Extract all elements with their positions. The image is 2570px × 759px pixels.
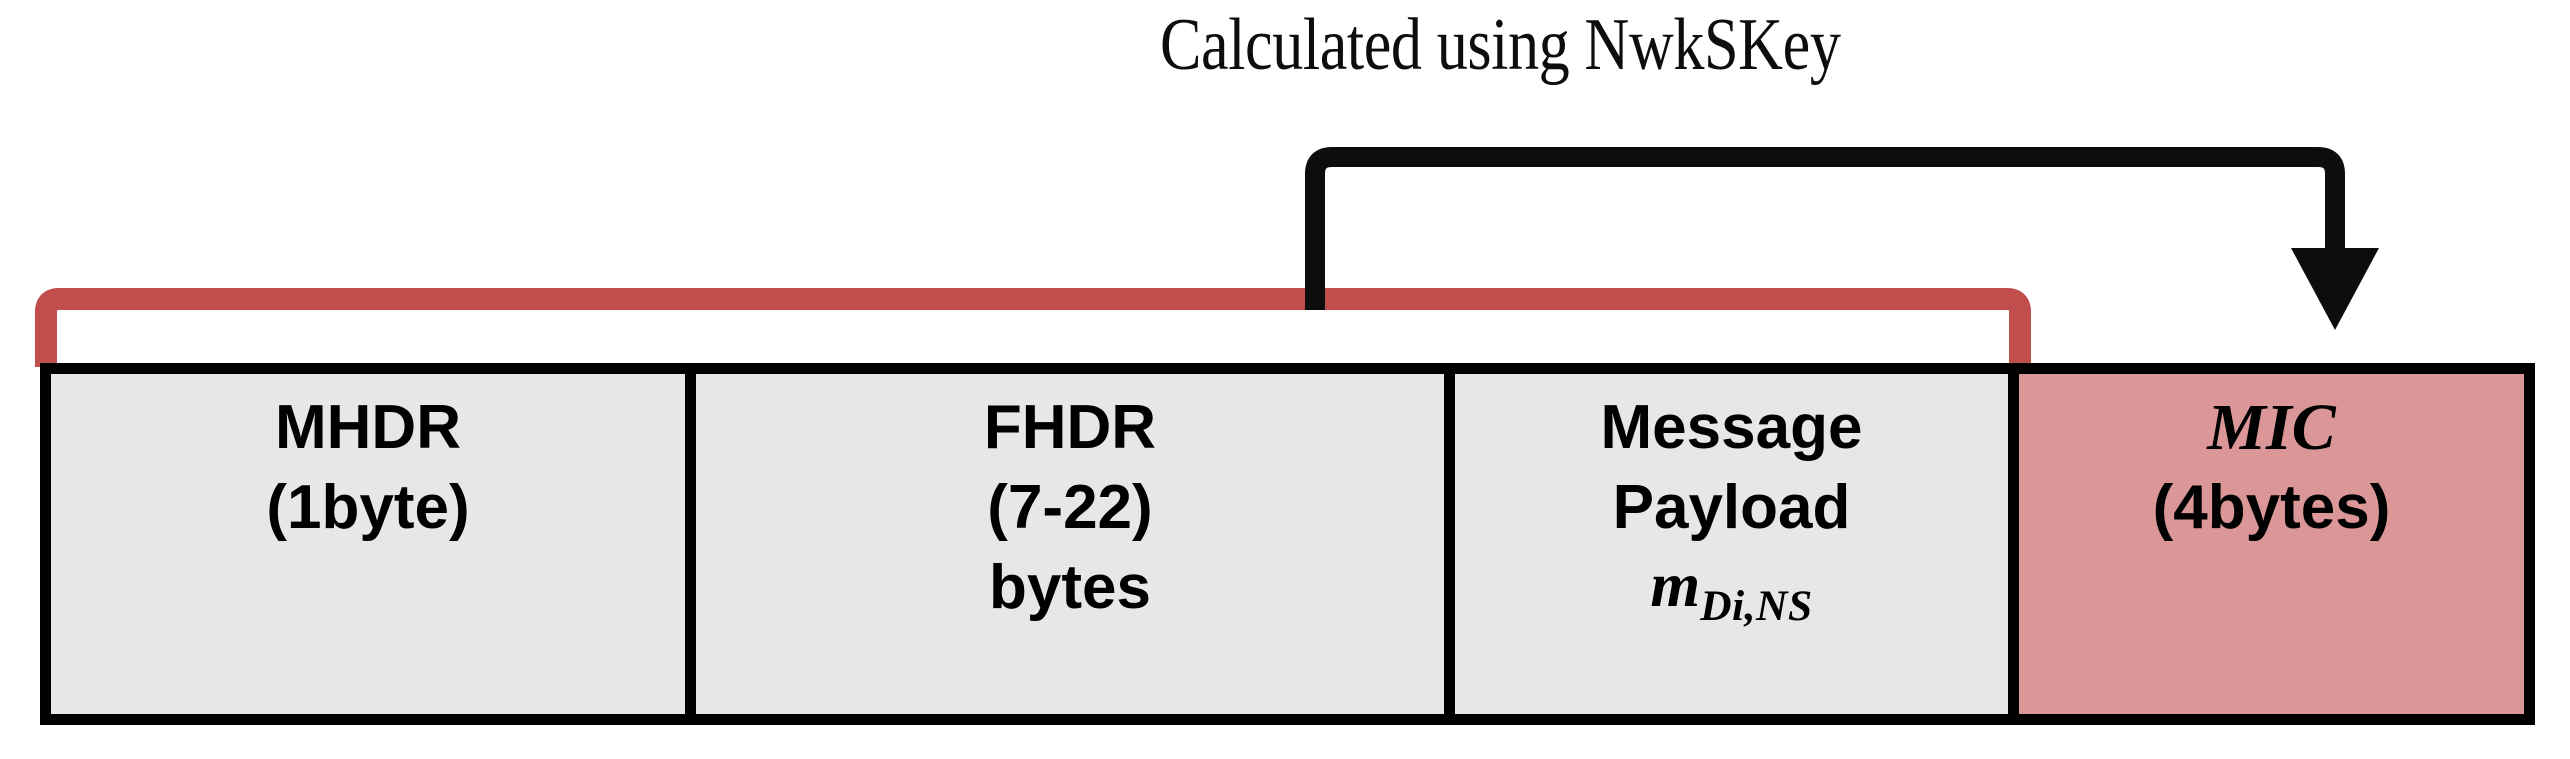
frame-cell-mhdr-label-1: MHDR	[275, 393, 461, 462]
frame-cell-mic-label-1: (4bytes)	[2152, 473, 2391, 542]
frame-cell-message-payload[interactable]: Message Payload mDi,NS	[1444, 374, 2008, 714]
frame-table: MHDR (1byte) FHDR (7-22) bytes Message P…	[40, 363, 2535, 725]
payload-symbol-base: m	[1650, 549, 1701, 620]
frame-cell-mic-title: MIC	[2207, 391, 2336, 464]
frame-cell-mhdr[interactable]: MHDR (1byte)	[51, 374, 685, 714]
frame-cell-payload-label-2: Payload	[1612, 473, 1851, 542]
frame-cell-payload-symbol: mDi,NS	[1650, 548, 1812, 643]
frame-cell-fhdr-label-1: FHDR	[983, 393, 1157, 462]
frame-cell-mhdr-label-2: (1byte)	[266, 473, 470, 542]
frame-cell-fhdr-label-3: bytes	[989, 553, 1151, 622]
frame-cell-fhdr-label-2: (7-22)	[987, 473, 1153, 542]
frame-cell-mic[interactable]: MIC (4bytes)	[2008, 374, 2524, 714]
annotation-caption: Calculated using NwkSKey	[1160, 4, 1841, 86]
elbow-arrow-down-right-icon	[1305, 147, 2379, 330]
payload-symbol-subscript: Di,NS	[1700, 581, 1813, 630]
frame-cell-payload-label-1: Message	[1600, 393, 1863, 462]
coverage-bracket-icon	[35, 288, 2031, 367]
frame-cell-fhdr[interactable]: FHDR (7-22) bytes	[685, 374, 1444, 714]
